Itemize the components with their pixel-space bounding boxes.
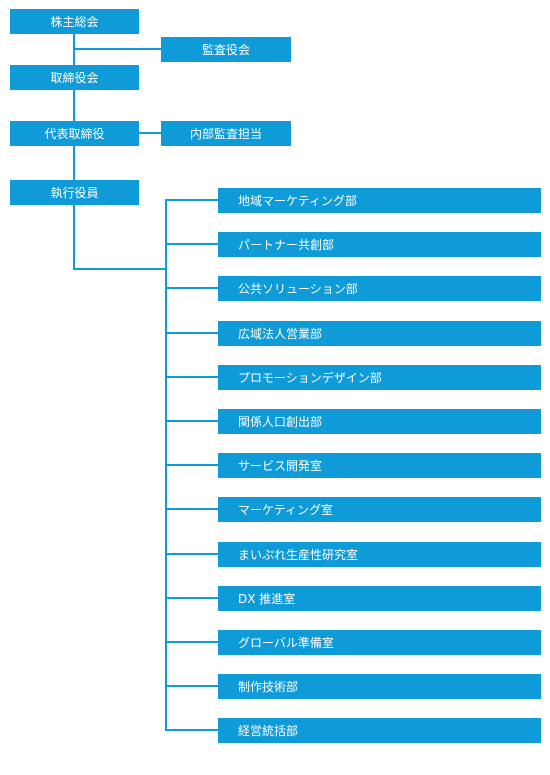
auditors-connector [73,48,161,50]
department-connector [165,597,219,599]
department-connector [165,287,219,289]
executive-to-departments-connector [73,268,167,270]
department-connector [165,243,219,245]
department-box: DX 推進室 [218,586,541,611]
board-of-directors-box: 取締役会 [10,65,139,90]
department-connector [165,376,219,378]
department-connector [165,508,219,510]
main-vertical-connector [73,33,75,270]
department-connector [165,420,219,422]
executive-officers-box: 執行役員 [10,180,139,205]
department-connector [165,729,219,731]
internal-audit-box: 内部監査担当 [161,121,291,146]
department-connector [165,685,219,687]
department-box: 公共ソリューション部 [218,276,541,301]
department-box: 関係人口創出部 [218,409,541,434]
department-box: 制作技術部 [218,674,541,699]
department-box: プロモーションデザイン部 [218,365,541,390]
department-connector [165,199,219,201]
internal-audit-connector [138,132,161,134]
auditors-board-box: 監査役会 [161,37,291,62]
department-connector [165,332,219,334]
department-box: パートナー共創部 [218,232,541,257]
shareholders-meeting-box: 株主総会 [10,9,139,34]
department-box: グローバル準備室 [218,630,541,655]
department-connector [165,464,219,466]
department-box: サービス開発室 [218,453,541,478]
department-box: 広域法人営業部 [218,321,541,346]
department-connector [165,641,219,643]
department-box: マーケティング室 [218,497,541,522]
representative-director-box: 代表取締役 [10,121,139,146]
department-box: 地域マーケティング部 [218,188,541,213]
department-connector [165,553,219,555]
department-box: 経営統括部 [218,718,541,743]
department-box: まいぷれ生産性研究室 [218,542,541,567]
